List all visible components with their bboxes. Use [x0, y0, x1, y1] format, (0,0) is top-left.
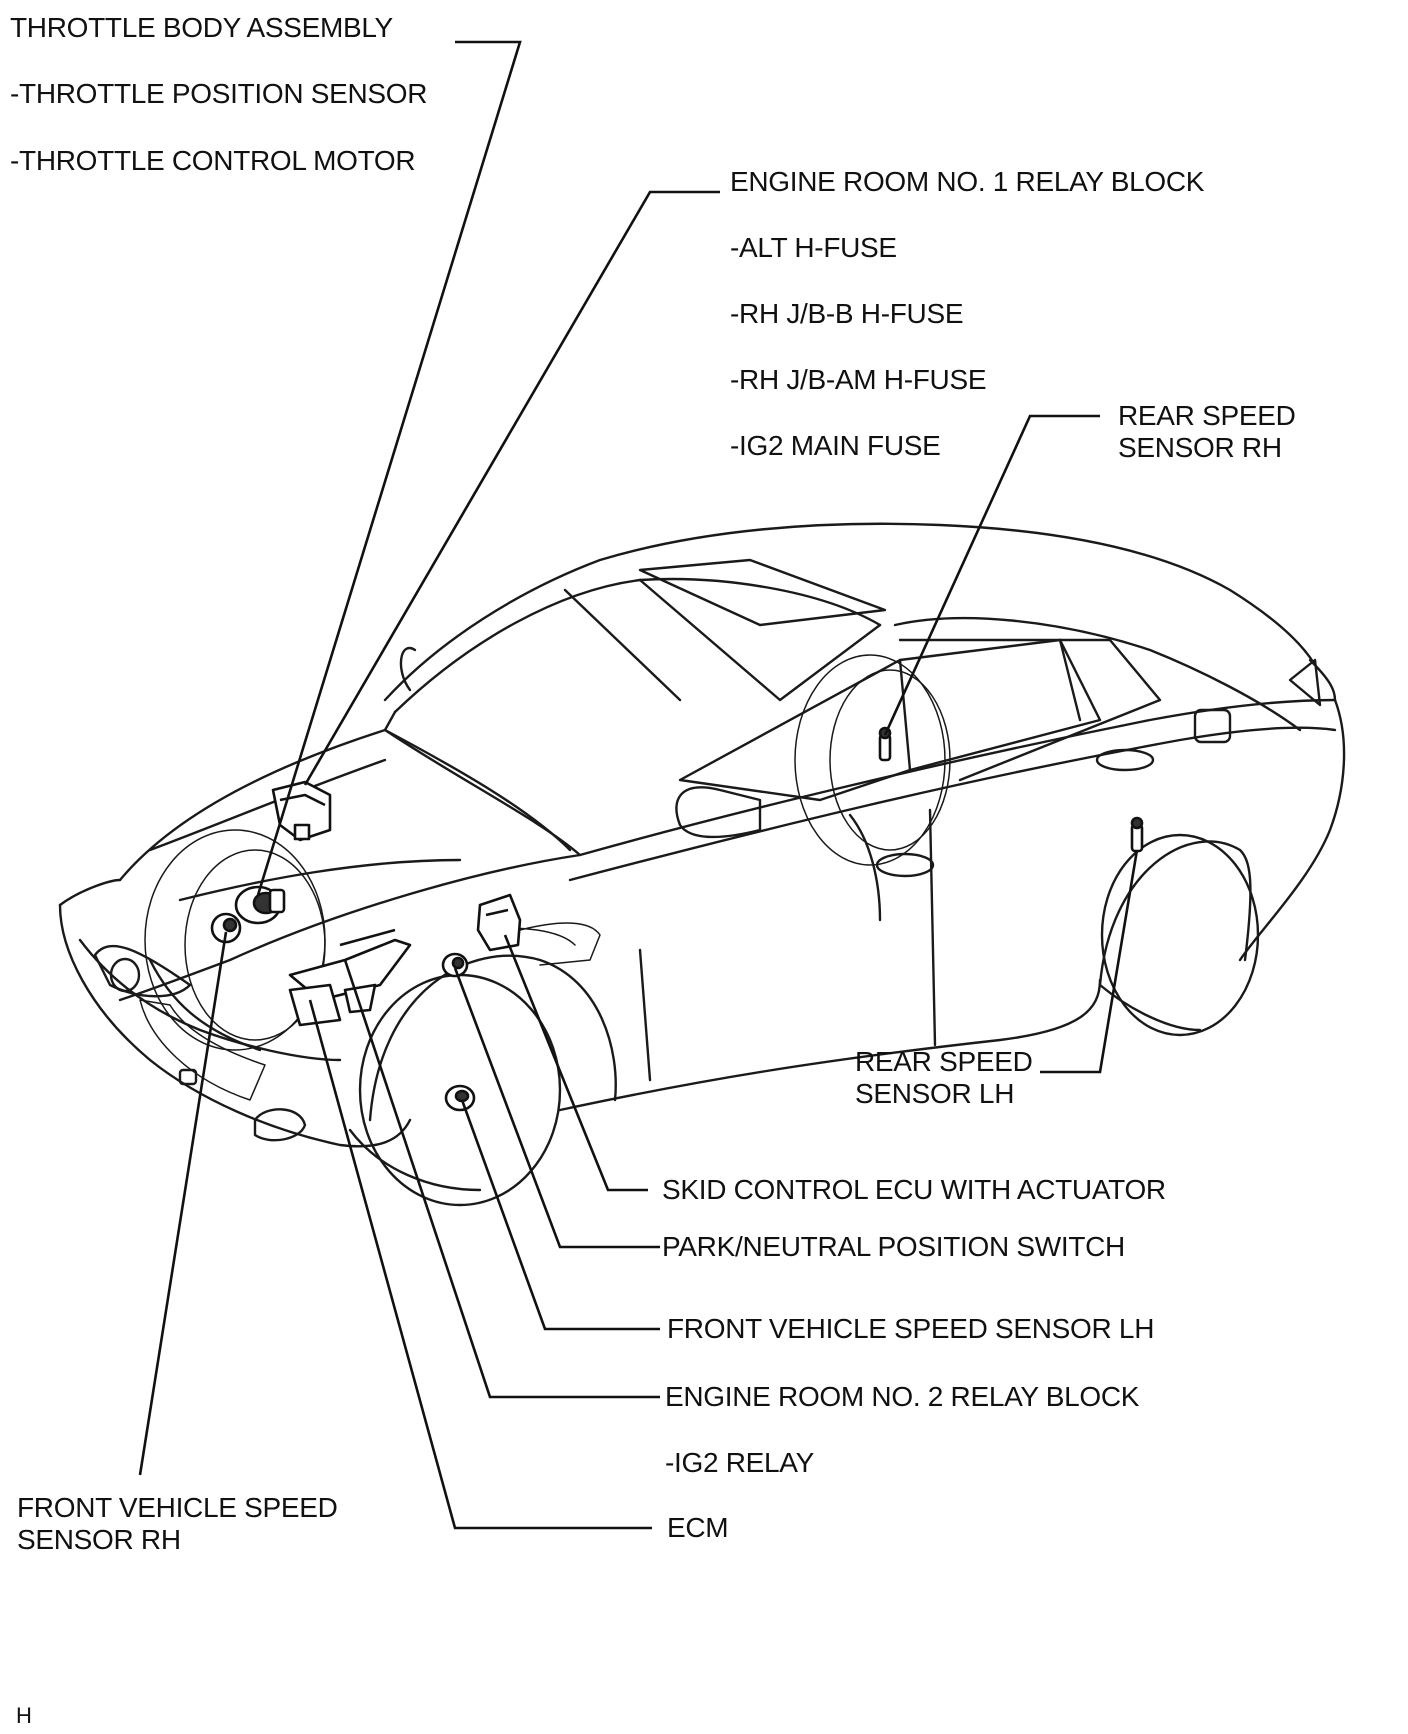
- rear-quarter: [1238, 698, 1346, 962]
- leader-skid-control: [503, 934, 648, 1192]
- fog-lamp: [253, 1108, 307, 1142]
- label-alt-hfuse: -ALT H-FUSE: [730, 232, 897, 263]
- label-engine-room-relay-1: ENGINE ROOM NO. 1 RELAY BLOCK: [730, 166, 1205, 197]
- rear-far-wheel: [794, 654, 946, 866]
- body-lower: [558, 978, 1102, 1112]
- front-speed-sensor-lh-part: [444, 1084, 476, 1112]
- label-throttle-control-motor: -THROTTLE CONTROL MOTOR: [10, 145, 416, 176]
- label-front-speed-lh: FRONT VEHICLE SPEED SENSOR LH: [667, 1313, 1155, 1344]
- park-neutral-switch-part: [441, 952, 469, 978]
- leader-rear-speed-lh: [1040, 849, 1139, 1074]
- front-wheel-arch: [368, 954, 617, 1122]
- label-ecm: ECM: [667, 1512, 729, 1543]
- rear-wheel: [1100, 833, 1260, 1037]
- leader-throttle-body: [256, 40, 522, 896]
- label-ig2-relay: -IG2 RELAY: [665, 1447, 814, 1478]
- leader-engine-room-relay-1: [303, 190, 720, 786]
- label-throttle-body: THROTTLE BODY ASSEMBLY: [10, 12, 393, 43]
- label-rear-speed-lh-line1: REAR SPEED: [855, 1046, 1033, 1077]
- hood-outline: [118, 728, 582, 1002]
- roof-outline: [383, 522, 1317, 702]
- beltline: [578, 698, 1337, 857]
- label-front-speed-rh-line1: FRONT VEHICLE SPEED: [17, 1492, 338, 1523]
- label-rear-speed-rh-line1: REAR SPEED: [1118, 400, 1296, 431]
- label-rh-jb-am-hfuse: -RH J/B-AM H-FUSE: [730, 364, 987, 395]
- label-rear-speed-lh-line2: SENSOR LH: [855, 1078, 1015, 1109]
- skid-control-ecu-part: [476, 893, 522, 952]
- leader-engine-room-relay-2: [343, 959, 660, 1399]
- leader-front-speed-rh: [138, 931, 228, 1476]
- headlight: [93, 944, 192, 998]
- label-front-speed-rh-line2: SENSOR RH: [17, 1524, 181, 1555]
- label-ig2-main-fuse: -IG2 MAIN FUSE: [730, 430, 941, 461]
- label-engine-room-relay-2: ENGINE ROOM NO. 2 RELAY BLOCK: [665, 1381, 1140, 1412]
- label-rear-speed-rh-line2: SENSOR RH: [1118, 432, 1282, 463]
- leader-ecm: [308, 999, 652, 1530]
- label-rh-jb-b-hfuse: -RH J/B-B H-FUSE: [730, 298, 964, 329]
- corner-mark: H: [16, 1703, 32, 1728]
- grille: [139, 999, 266, 1101]
- rear-speed-sensor-lh-part: [1130, 816, 1144, 853]
- ecm-and-relay-block-2-part: [288, 928, 412, 1027]
- windshield-top: [393, 577, 882, 714]
- throttle-body-part: [234, 885, 286, 925]
- leader-front-speed-lh: [460, 1099, 660, 1331]
- side-mirror: [675, 786, 762, 839]
- engine-room-relay-block-1: [271, 780, 332, 842]
- label-park-neutral-switch: PARK/NEUTRAL POSITION SWITCH: [662, 1231, 1125, 1262]
- front-speed-sensor-rh-part: [210, 912, 242, 944]
- label-throttle-position-sensor: -THROTTLE POSITION SENSOR: [10, 78, 428, 109]
- leader-rear-speed-rh: [883, 414, 1100, 736]
- label-skid-control-ecu: SKID CONTROL ECU WITH ACTUATOR: [662, 1174, 1166, 1205]
- rear-wheel-arch: [1098, 840, 1252, 987]
- front-bumper: [58, 903, 412, 1148]
- sunroof: [638, 558, 887, 627]
- leader-park-neutral: [453, 967, 660, 1249]
